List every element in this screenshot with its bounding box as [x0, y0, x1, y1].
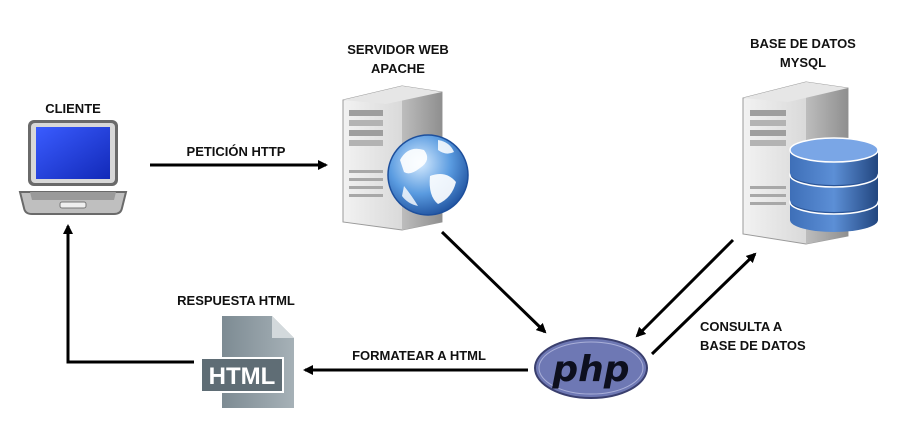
database-label: BASE DE DATOS MYSQL [750, 34, 856, 72]
arrow-db-to-php [635, 238, 735, 338]
web-server-label-line1: SERVIDOR WEB [347, 42, 449, 57]
arrow-php-to-db [650, 252, 757, 356]
db-query-label: CONSULTA A BASE DE DATOS [700, 317, 806, 355]
database-label-line1: BASE DE DATOS [750, 36, 856, 51]
arrow-response-to-client [63, 224, 194, 364]
web-server-label-line2: APACHE [371, 61, 425, 76]
database-label-line2: MYSQL [779, 55, 827, 70]
html-file-icon [200, 316, 294, 408]
response-html-label: RESPUESTA HTML [177, 293, 295, 308]
php-logo-icon [534, 337, 648, 399]
database-cylinder-icon [789, 137, 879, 232]
format-html-label: FORMATEAR A HTML [352, 348, 486, 363]
db-query-label-line1: CONSULTA A [700, 319, 783, 334]
php-logo-text: php [551, 349, 629, 390]
db-query-label-line2: BASE DE DATOS [700, 338, 806, 353]
http-request-label: PETICIÓN HTTP [186, 144, 286, 159]
laptop-icon [18, 120, 128, 215]
html-file-text: HTML [209, 363, 276, 390]
arrow-server-to-php [440, 230, 547, 334]
web-server-label: SERVIDOR WEB APACHE [347, 40, 449, 78]
globe-icon [387, 134, 469, 216]
client-label: CLIENTE [45, 101, 101, 116]
